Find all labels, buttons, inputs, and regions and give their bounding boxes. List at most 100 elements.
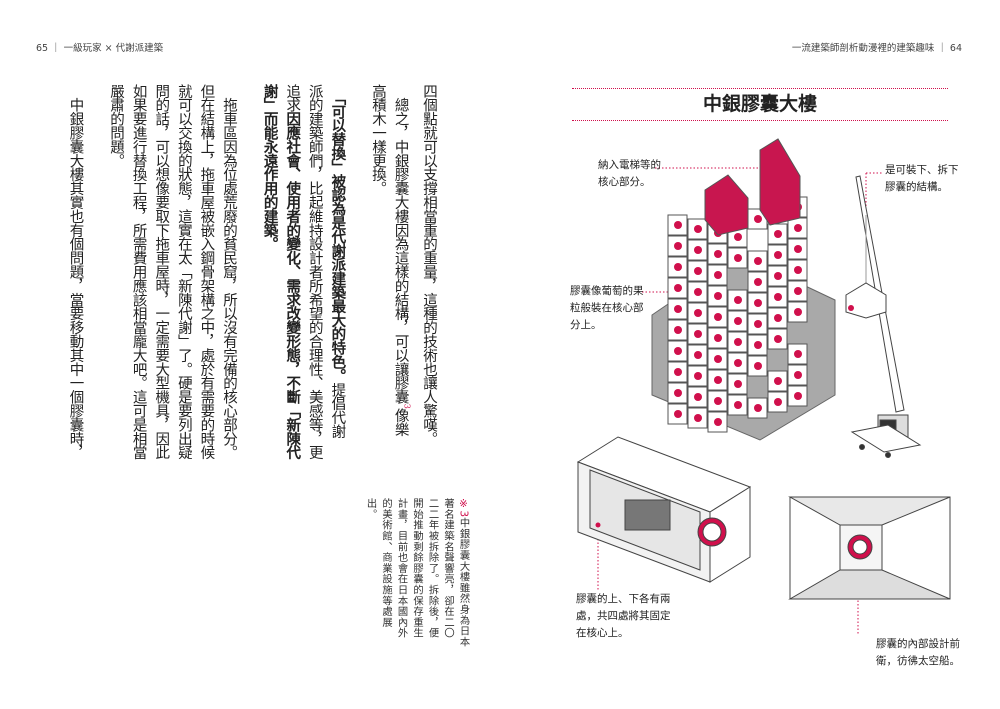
text-column: 就可以交換的狀態，這實在太「新陳代謝」了。硬是要列出疑 (172, 84, 195, 484)
page-header-right: 一流建築師剖析動漫裡的建築趣味 ｜ 64 (791, 43, 962, 54)
capsule-window (694, 309, 702, 317)
capsule-window (774, 230, 782, 238)
footnote-text: 中銀膠囊大樓雖然身為日本著名建築名聲響亮，卻在二〇二二年被拆除了。拆除後，便開始… (364, 498, 470, 648)
capsule-window (674, 221, 682, 229)
capsule-window (694, 288, 702, 296)
capsule-window (674, 305, 682, 313)
text: 高積木一樣更換。 (369, 84, 386, 196)
capsule-window (734, 338, 742, 346)
crane (845, 175, 922, 458)
capsule-window (754, 320, 762, 328)
capsule-window (734, 401, 742, 409)
capsule-window (694, 414, 702, 422)
capsule-window (714, 418, 722, 426)
text: 提倡代謝 (329, 382, 346, 439)
capsule-window (674, 389, 682, 397)
label-crane: 是可裝下、拆下膠囊的結構。 (885, 164, 959, 193)
capsule-window (754, 278, 762, 286)
text: 追求 (284, 84, 301, 112)
capsule-window (774, 251, 782, 259)
text: 派的建築師們，比起維持設計者所希望的合理性、美感等，更 (306, 84, 323, 460)
capsule-window (694, 351, 702, 359)
capsule-window (734, 254, 742, 262)
text-column: 高積木一樣更換。 (366, 84, 389, 484)
capsule-window (694, 267, 702, 275)
text-column: 謝」而能永遠作用的建築。 (258, 84, 281, 484)
figure-title: 中銀膠囊大樓 (572, 88, 948, 121)
text-column: 嚴肅的問題。 (104, 84, 127, 484)
capsule-interior-inset (576, 436, 752, 583)
capsule-window (754, 299, 762, 307)
capsule-window (774, 272, 782, 280)
text: 但在結構上，拖車屋被嵌入鋼骨架構之中，處於有需要的時候 (198, 84, 215, 460)
capsule-window (714, 313, 722, 321)
capsule-window-inset (788, 496, 951, 600)
capsule-window (694, 225, 702, 233)
capsule-window (794, 392, 802, 400)
capsule-window (734, 233, 742, 241)
capsule-window (694, 393, 702, 401)
capsule-window (754, 362, 762, 370)
text-column: 中銀膠囊大樓其實也有個問題，當要移動其中一個膠囊時， (64, 84, 87, 484)
text: 像樂 (392, 408, 409, 437)
capsule-window (794, 371, 802, 379)
bold-text: 因應社會、使用者的變化、需求改變形態，不斷「新陳代 (284, 111, 301, 460)
text: 就可以交換的狀態，這實在太「新陳代謝」了。硬是要列出疑 (175, 84, 192, 460)
tower-capsules (667, 196, 808, 433)
text-column: 但在結構上，拖車屋被嵌入鋼骨架構之中，處於有需要的時候 (195, 84, 218, 484)
text: 嚴肅的問題。 (108, 84, 125, 168)
capsule-window (754, 341, 762, 349)
label-capsules: 膠囊像葡萄的果粒般裝在核心部分上。 (570, 285, 644, 331)
capsule-window (754, 215, 762, 223)
body-text: 四個點就可以支撐相當重的重量，這種的技術也讓人驚嘆。 總之，中銀膠囊大樓因為這樣… (40, 84, 440, 484)
text: 問的話，可以想像要取下拖車屋時，一定需要大型機具，因此 (153, 84, 170, 460)
text-column: 「可以替換」被認為是代謝派建築最大的特色。提倡代謝 (326, 84, 349, 484)
page-header-left: 65 ｜ 一級玩家 × 代謝派建築 (36, 43, 164, 54)
label-core: 納入電梯等的核心部分。 (598, 159, 661, 188)
capsule-window (694, 330, 702, 338)
capsule-window (714, 292, 722, 300)
capsule-window (794, 224, 802, 232)
capsule-window (694, 372, 702, 380)
capsule-window (714, 334, 722, 342)
text: 拖車區因為位處荒廢的貧民窟，所以沒有完備的核心部分。 (221, 84, 238, 460)
capsule-window (794, 350, 802, 358)
capsule-window (674, 347, 682, 355)
label-interior: 膠囊的內部設計前衛，彷彿太空船。 (876, 638, 960, 667)
capsule-window (794, 308, 802, 316)
capsule-window (734, 380, 742, 388)
capsule-window (794, 245, 802, 253)
capsule-window (674, 263, 682, 271)
text-column: 總之，中銀膠囊大樓因為這樣的結構，可以讓膠囊3像樂 (389, 84, 417, 484)
capsule-window (774, 293, 782, 301)
capsule-window (794, 287, 802, 295)
text: 總之，中銀膠囊大樓因為這樣的結構，可以讓膠囊 (392, 84, 409, 404)
capsule-window (694, 246, 702, 254)
capsule-window (674, 410, 682, 418)
capsule-window (734, 317, 742, 325)
text-column: 四個點就可以支撐相當重的重量，這種的技術也讓人驚嘆。 (417, 84, 440, 484)
text-column: 問的話，可以想像要取下拖車屋時，一定需要大型機具，因此 (150, 84, 173, 484)
capsule-window (754, 404, 762, 412)
text: 如果要進行替換工程，所需費用應該相當龐大吧。這可是相當 (130, 84, 147, 460)
capsule-window (714, 250, 722, 258)
text-column: 追求因應社會、使用者的變化、需求改變形態，不斷「新陳代 (281, 84, 304, 484)
text: 四個點就可以支撐相當重的重量，這種的技術也讓人驚嘆。 (421, 84, 437, 446)
capsule-window (714, 376, 722, 384)
capsule-window (774, 314, 782, 322)
footnote-mark: ※3 (457, 498, 470, 518)
core-shaft-right (759, 138, 801, 226)
text-column: 派的建築師們，比起維持設計者所希望的合理性、美感等，更 (303, 84, 326, 484)
capsule-window (674, 284, 682, 292)
text-column: 如果要進行替換工程，所需費用應該相當龐大吧。這可是相當 (127, 84, 150, 484)
capsule-window (754, 257, 762, 265)
capsule-window (674, 326, 682, 334)
capsule-window (774, 335, 782, 343)
capsule-window (734, 296, 742, 304)
text-column: 拖車區因為位處荒廢的貧民窟，所以沒有完備的核心部分。 (217, 84, 240, 484)
bold-text: 謝」而能永遠作用的建築。 (261, 84, 278, 251)
label-fixed: 膠囊的上、下各有兩處，共四處將其固定在核心上。 (576, 593, 671, 639)
footnote-ref: 3 (402, 403, 412, 409)
core-shaft-left (704, 174, 749, 236)
